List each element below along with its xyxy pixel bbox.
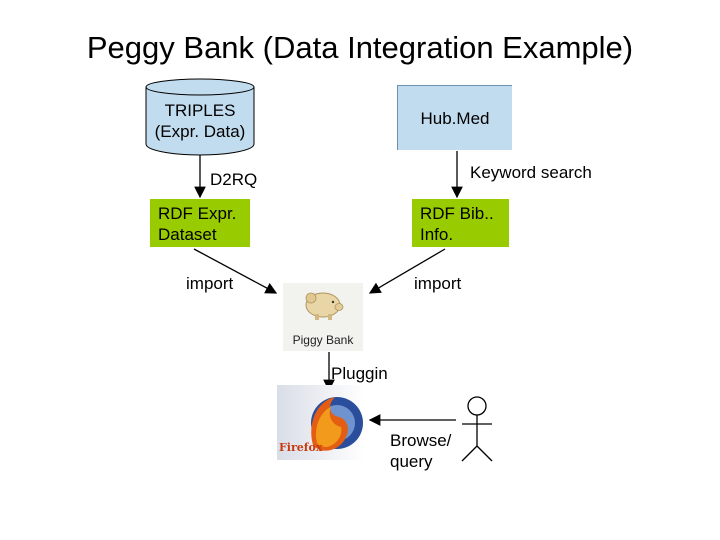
triples-line1: TRIPLES [164, 101, 236, 120]
label-d2rq: D2RQ [210, 170, 258, 189]
rdf-expr-line2: Dataset [158, 225, 217, 244]
label-pluggin: Pluggin [331, 364, 388, 383]
triples-line2: (Expr. Data) [154, 122, 246, 141]
user-figure [461, 396, 493, 462]
rdf-expr-dataset-box: RDF Expr. Dataset [150, 199, 250, 247]
triples-label: TRIPLES (Expr. Data) [145, 100, 255, 142]
label-browse-line2: query [390, 452, 433, 471]
edge-import-right [368, 248, 446, 294]
triples-cylinder [145, 78, 255, 156]
label-keyword-search: Keyword search [470, 163, 592, 182]
label-browse-query: Browse/ query [390, 430, 451, 472]
label-import-left: import [186, 274, 234, 293]
firefox-logo: Firefox [277, 385, 365, 460]
hubmed-label: Hub.Med [420, 108, 490, 128]
firefox-logo-text: Firefox [279, 441, 323, 454]
rdf-bib-line1: RDF Bib.. [420, 204, 494, 223]
label-import-right: import [414, 274, 462, 293]
diagram-title: Peggy Bank (Data Integration Example) [86, 30, 634, 65]
edge-import-left [193, 248, 278, 294]
rdf-bib-info-box: RDF Bib.. Info. [412, 199, 509, 247]
firefox-icon [277, 385, 365, 460]
piggy-bank-icon [283, 283, 363, 351]
hubmed-box: Hub.Med [397, 85, 512, 150]
rdf-expr-line1: RDF Expr. [158, 204, 237, 223]
rdf-bib-line2: Info. [420, 225, 454, 244]
piggy-bank-logo: Piggy Bank [283, 283, 363, 351]
piggy-bank-logo-text: Piggy Bank [292, 333, 354, 347]
label-browse-line1: Browse/ [390, 431, 452, 450]
